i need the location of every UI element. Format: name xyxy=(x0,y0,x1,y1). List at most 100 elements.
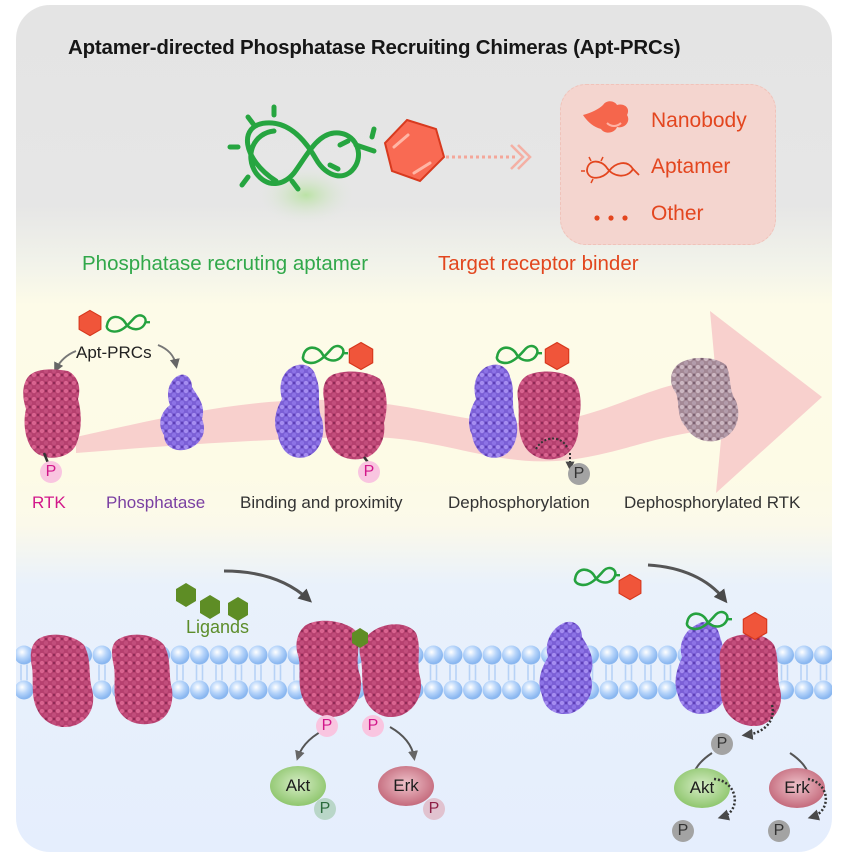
complex-phosphatase xyxy=(275,364,324,458)
erk-kinase xyxy=(378,766,434,806)
lipid-head-outer xyxy=(619,645,638,665)
split-arrow-left xyxy=(54,350,77,373)
step-label-binding: Binding and proximity xyxy=(240,493,403,512)
lipid-head-inner xyxy=(268,680,287,700)
phosphatase-aptamer-icon xyxy=(227,104,377,192)
erk-phospho-badge: P xyxy=(423,798,445,820)
step-label-dephosphorylated-rtk: Dephosphorylated RTK xyxy=(624,493,801,512)
lipid-head-outer xyxy=(190,645,209,665)
phospho-badge-dimer-left: P xyxy=(316,715,338,737)
akt-label: Akt xyxy=(285,776,311,795)
lipid-head-outer xyxy=(92,645,112,665)
lipid-head-outer xyxy=(463,645,482,665)
lipid-head-outer xyxy=(209,645,229,665)
active-rtk-right xyxy=(359,624,422,718)
rtk-dephos-arrow xyxy=(741,704,775,740)
lipid-head-outer xyxy=(229,645,248,665)
erk-activation-arrow xyxy=(389,726,418,761)
lipid-head-outer xyxy=(482,645,502,665)
membrane-phosphatase xyxy=(539,621,593,715)
dotted-arrow-icon xyxy=(446,144,532,170)
lipid-head-inner xyxy=(794,680,814,700)
lipid-head-outer xyxy=(268,645,287,665)
lipid-head-inner xyxy=(814,680,832,700)
step-label-phosphatase: Phosphatase xyxy=(106,493,206,512)
lipid-head-inner xyxy=(16,680,34,700)
erk-dephos-arrow xyxy=(807,777,828,821)
lipid-head-inner xyxy=(658,680,677,700)
lipid-head-outer xyxy=(424,645,443,665)
released-phosphate-badge: P xyxy=(568,463,590,485)
bound-aptamer-icon xyxy=(301,344,348,365)
lipid-head-inner xyxy=(482,680,502,700)
akt-kinase xyxy=(270,766,326,806)
ligands-label: Ligands xyxy=(186,617,250,637)
lipid-head-outer xyxy=(521,645,541,665)
target-binder-hexagon-icon xyxy=(383,118,446,183)
ligand-hexagons xyxy=(176,583,248,621)
aptamer-icon xyxy=(105,314,150,333)
lipid-head-outer xyxy=(794,645,814,665)
legend-aptamer-label: Aptamer xyxy=(651,155,731,178)
release-curve xyxy=(535,437,569,450)
lipid-head-inner xyxy=(190,680,209,700)
phospho-badge-dimer-right: P xyxy=(362,715,384,737)
ligand-icon xyxy=(176,583,196,607)
bound-ligand-icon xyxy=(352,628,368,648)
apt-prcs-label: Apt-PRCs xyxy=(76,343,152,362)
dephosphorylated-rtk-protein xyxy=(671,357,739,442)
lipid-head-inner xyxy=(170,680,190,700)
erk-label: Erk xyxy=(393,776,419,795)
step-label-rtk: RTK xyxy=(32,493,66,512)
lipid-head-outer xyxy=(775,645,794,665)
lipid-head-inner xyxy=(209,680,229,700)
released-phosphate-erk: P xyxy=(768,820,790,842)
aptamer-icon xyxy=(581,156,640,184)
lipid-head-outer xyxy=(658,645,677,665)
lipid-head-inner xyxy=(463,680,482,700)
lipid-head-outer xyxy=(248,645,268,665)
rtk-protein xyxy=(23,369,81,458)
lipid-head-inner xyxy=(92,680,112,700)
ligand-icon xyxy=(228,597,248,621)
bound-binder-hexagon-icon xyxy=(544,341,570,371)
ligand-icon xyxy=(200,595,220,619)
resting-rtk-2 xyxy=(112,634,173,725)
target-binder-caption: Target receptor binder xyxy=(438,252,639,275)
complex-rtk xyxy=(323,371,387,460)
lipid-head-outer xyxy=(502,645,521,665)
resting-rtk-1 xyxy=(30,634,94,728)
split-arrow-right xyxy=(157,344,180,369)
akt-dephos-arrow xyxy=(713,777,737,821)
legend-nanobody-label: Nanobody xyxy=(651,109,747,132)
phospho-badge-rtk: P xyxy=(40,461,62,483)
akt-label-inhibited: Akt xyxy=(689,778,715,797)
phosphatase-aptamer-caption: Phosphatase recruting aptamer xyxy=(82,252,369,275)
lipid-head-inner xyxy=(619,680,638,700)
lipid-head-inner xyxy=(502,680,521,700)
targeted-rtk xyxy=(719,634,782,727)
ellipsis-icon xyxy=(594,215,628,221)
lipid-head-outer xyxy=(599,645,619,665)
released-phosphate-akt: P xyxy=(672,820,694,842)
binder-legend: Nanobody Aptamer Other xyxy=(560,84,776,245)
lipid-head-inner xyxy=(229,680,248,700)
step-label-dephosphorylation: Dephosphorylation xyxy=(448,493,590,512)
nanobody-icon xyxy=(583,101,629,133)
binder-hexagon-icon xyxy=(78,309,102,337)
figure-title: Aptamer-directed Phosphatase Recruiting … xyxy=(68,36,681,59)
lipid-head-outer xyxy=(443,645,463,665)
akt-phospho-badge: P xyxy=(314,798,336,820)
process-arrow xyxy=(76,311,822,493)
figure-card: Aptamer-directed Phosphatase Recruiting … xyxy=(16,5,832,852)
bound-aptamer-icon xyxy=(495,344,542,365)
lipid-head-inner xyxy=(443,680,463,700)
lipid-head-inner xyxy=(638,680,658,700)
lipid-head-inner xyxy=(248,680,268,700)
diagram-canvas xyxy=(16,104,832,821)
lipid-head-outer xyxy=(170,645,190,665)
phosphatase-protein xyxy=(160,374,205,451)
legend-other-label: Other xyxy=(651,202,704,225)
erk-kinase-inhibited xyxy=(769,768,825,808)
chimera-binding-arrow xyxy=(647,563,728,604)
